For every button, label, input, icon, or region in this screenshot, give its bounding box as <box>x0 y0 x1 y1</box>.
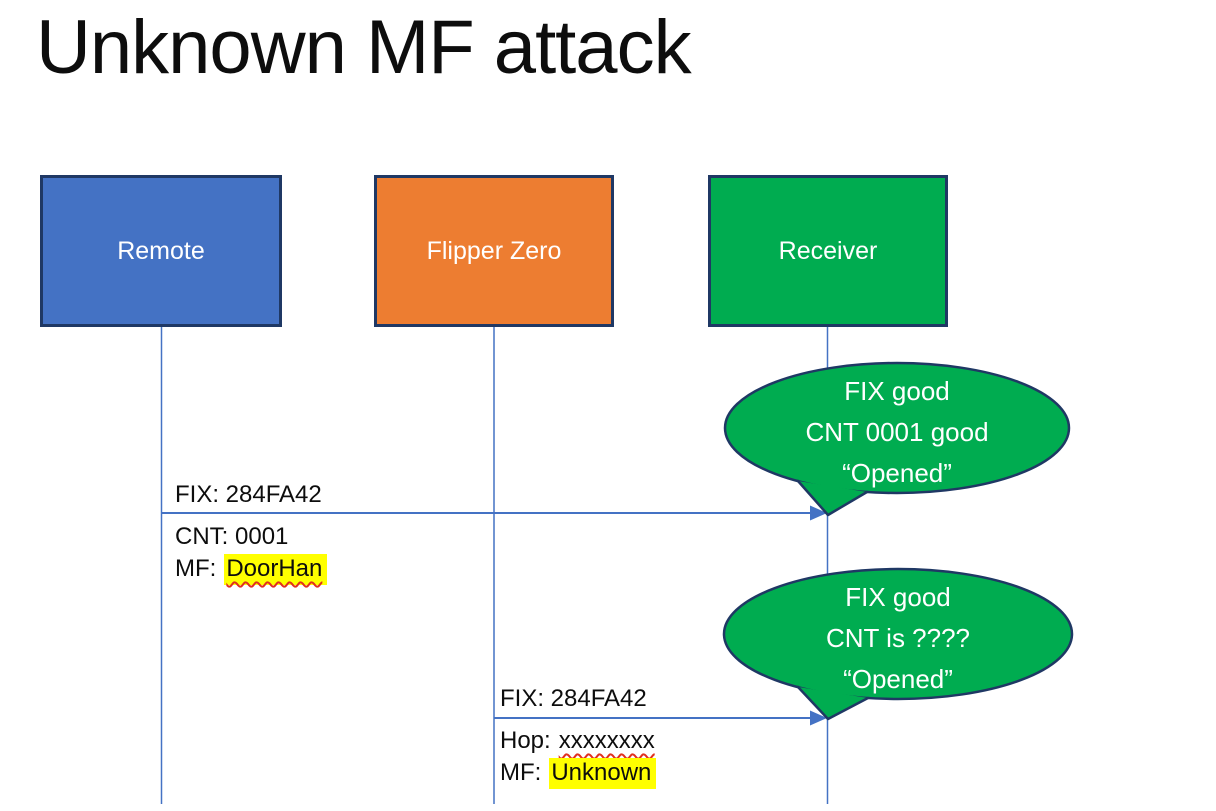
message2-label-fix: FIX: 284FA42 <box>500 685 647 712</box>
callout-1-line-1: FIX good <box>844 376 950 406</box>
callout-2-text: FIX good CNT is ???? “Opened” <box>726 577 1070 700</box>
message1-mf-value-highlighted: DoorHan <box>224 554 328 585</box>
actor-label-flipper-zero: Flipper Zero <box>426 236 562 265</box>
message2-mf-value-highlighted: Unknown <box>549 758 657 789</box>
message2-arrowhead <box>810 710 827 726</box>
actor-label-receiver: Receiver <box>778 236 878 265</box>
message2-label-hop: Hop: xxxxxxxx <box>500 726 655 756</box>
message1-label-cnt: CNT: 0001 <box>175 523 289 550</box>
callout-bubble-1 <box>723 361 1071 517</box>
actor-box-remote: Remote <box>40 175 282 327</box>
callout-1-line-3: “Opened” <box>842 458 952 488</box>
callout-1-line-2: CNT 0001 good <box>805 417 989 447</box>
message2-label-mf: MF: Unknown <box>500 758 657 789</box>
callout-bubble-2-tail-fill <box>798 687 868 719</box>
actor-box-receiver: Receiver <box>708 175 948 327</box>
message1-label-fix: FIX: 284FA42 <box>175 481 322 508</box>
callout-2-line-2: CNT is ???? <box>825 623 971 653</box>
actor-label-remote: Remote <box>117 236 205 265</box>
actor-box-flipper-zero: Flipper Zero <box>374 175 614 327</box>
message1-mf-prefix: MF: <box>175 555 217 582</box>
callout-bubble-2-ellipse <box>722 567 1074 701</box>
callout-bubble-2 <box>722 567 1074 721</box>
slide-title: Unknown MF attack <box>36 5 692 90</box>
callout-bubble-1-tail-outline <box>796 479 869 517</box>
message1-label-mf: MF: DoorHan <box>175 554 328 585</box>
callout-2-line-3: “Opened” <box>843 664 953 694</box>
callout-1-text: FIX good CNT 0001 good “Opened” <box>725 371 1069 494</box>
callout-2-line-1: FIX good <box>845 582 951 612</box>
message1-arrowhead <box>810 505 827 521</box>
callout-bubble-1-tail-fill <box>798 481 867 515</box>
message2-mf-prefix: MF: <box>500 759 542 786</box>
message2-hop-value: xxxxxxxx <box>558 727 655 754</box>
callout-bubble-2-tail-outline <box>796 685 870 721</box>
callout-bubble-1-ellipse <box>723 361 1071 495</box>
message2-hop-prefix: Hop: <box>500 727 551 754</box>
